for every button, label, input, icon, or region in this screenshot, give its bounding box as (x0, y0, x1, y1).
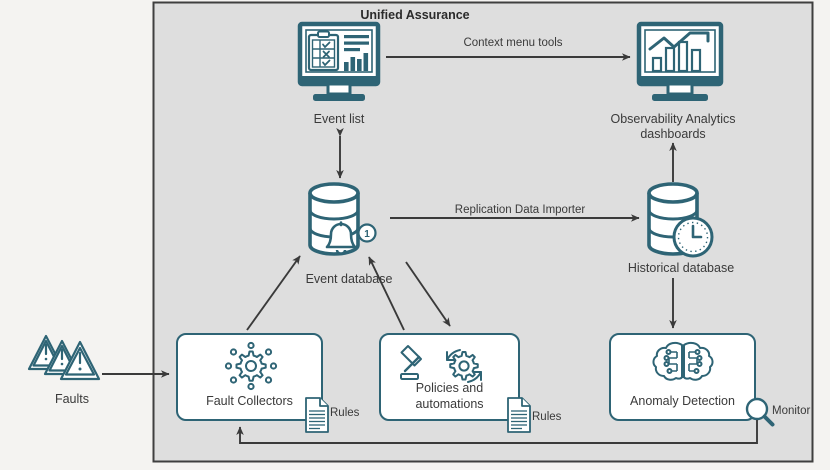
warning-triangles-icon (27, 334, 101, 381)
node-label-anomaly: Anomaly Detection (630, 394, 735, 408)
edge-anomaly-collectors (236, 420, 758, 444)
document-icon (305, 397, 329, 433)
edge-label-replication-importer: Replication Data Importer (454, 204, 586, 216)
node-label-faults: Faults (54, 392, 90, 406)
node-label-event-list: Event list (313, 112, 365, 126)
brain-circuit-icon (652, 341, 714, 381)
edge-collectors-eventdb (246, 255, 301, 331)
node-label-observability: Observability Analytics (610, 112, 736, 126)
document-icon (507, 397, 531, 433)
policies-box[interactable] (379, 333, 520, 421)
database-alert-icon: 1 (308, 182, 377, 256)
edge-policies-eventdb (368, 256, 405, 331)
database-clock-icon (647, 182, 714, 258)
badge-label-monitor-anomaly: Monitor (772, 405, 811, 417)
panel-title: Unified Assurance (360, 8, 470, 22)
badge-label-rules-policies: Rules (532, 411, 562, 423)
edge-label-context-menu-tools: Context menu tools (463, 37, 563, 49)
node-label-policies: Policies and (415, 381, 484, 395)
monitor-analytics-icon (636, 21, 724, 101)
monitor-checklist-icon (297, 21, 381, 101)
node-label-observability-line2: dashboards (640, 127, 706, 141)
node-label-historical-db: Historical database (627, 261, 735, 275)
event-db-badge-count: 1 (364, 229, 370, 240)
magnifier-icon (745, 397, 775, 427)
edge-eventdb-policies (405, 261, 451, 327)
badge-label-rules-collectors: Rules (330, 407, 360, 419)
node-label-policies-line2: automations (415, 397, 484, 411)
gear-nodes-icon (224, 341, 278, 391)
node-label-fault-collectors: Fault Collectors (206, 394, 293, 408)
node-label-event-db: Event database (305, 272, 393, 286)
gavel-gear-icon (400, 345, 482, 383)
